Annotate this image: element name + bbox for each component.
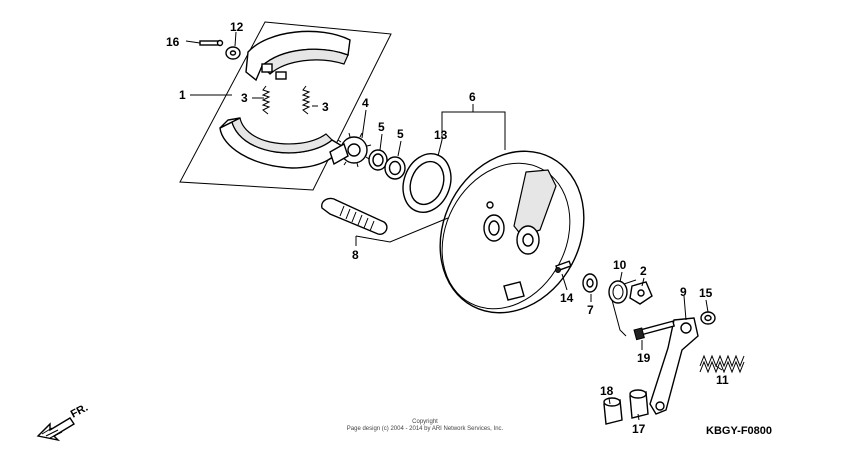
brake-shoe-spring-right[interactable] [301,85,311,115]
collar-part-17[interactable] [629,389,649,419]
front-direction-label: FR. [69,402,90,421]
callout-2: 2 [640,264,647,278]
callout-19: 19 [637,351,651,365]
brake-panel-part-6[interactable] [413,126,612,338]
callout-3-left: 3 [241,91,248,105]
ring-part-5-b[interactable] [384,156,406,180]
copyright-line-1: Copyright [412,419,438,425]
pin-part-16[interactable] [199,39,224,47]
callout-5-left: 5 [378,120,385,134]
bolt-part-19[interactable] [633,320,675,341]
callout-16: 16 [166,35,180,49]
callout-6: 6 [469,90,476,104]
washer-part-12[interactable] [225,46,241,60]
lower-brake-shoe[interactable] [219,117,343,169]
diagram-code: KBGY-F0800 [706,425,772,437]
collar-part-18[interactable] [603,397,623,425]
front-arrow-icon [36,417,75,442]
callout-15: 15 [699,286,713,300]
callout-9: 9 [680,285,687,299]
brake-cam-shaft-part-8[interactable] [321,197,388,235]
callout-13: 13 [434,128,448,142]
washer-part-7[interactable] [582,273,598,293]
callout-14: 14 [560,291,574,305]
callout-3-right: 3 [322,100,329,114]
leader-lines [185,31,723,421]
upper-brake-shoe[interactable] [245,30,351,82]
copyright-line-2: Page design (c) 2004 - 2014 by ARI Netwo… [347,426,504,432]
oil-seal-part-13[interactable] [395,147,459,219]
bolt-part-14[interactable] [555,260,572,273]
return-spring-part-10[interactable] [608,279,637,337]
callout-12: 12 [230,20,244,34]
nut-part-15[interactable] [700,311,716,325]
ring-part-5-a[interactable] [368,149,388,171]
brake-cam-gear-part-4[interactable] [329,132,372,168]
callout-8: 8 [352,248,359,262]
callout-11: 11 [716,373,729,387]
brake-arm-part-9[interactable] [649,317,699,415]
callout-10: 10 [613,258,627,272]
brake-spring-part-11[interactable] [699,354,745,374]
callout-7: 7 [587,303,594,317]
callout-18: 18 [600,384,614,398]
callout-1: 1 [179,88,186,102]
callout-4: 4 [362,96,369,110]
indicator-plate-part-2[interactable] [629,281,653,305]
callout-5-right: 5 [397,127,404,141]
callout-17: 17 [632,422,646,436]
brake-shoe-spring-left[interactable] [261,85,271,115]
brake-shoe-kit-outline [179,21,392,191]
